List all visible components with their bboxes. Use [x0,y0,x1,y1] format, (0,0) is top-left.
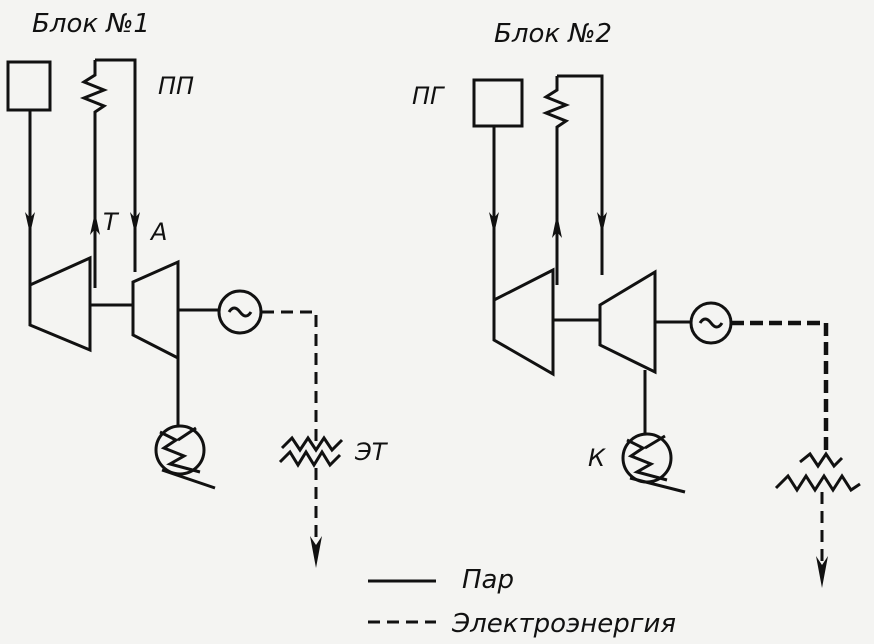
label-pp: ПП [158,72,194,100]
condenser-cross-1 [161,468,216,490]
condenser-cross-2 [629,476,686,494]
ac-symbol-2 [698,317,724,329]
legend-electricity-label: Электроэнергия [451,609,676,639]
label-pg: ПГ [412,82,445,110]
condenser-coil-2 [626,434,668,482]
block-1-title: Блок №1 [32,9,150,39]
reheat-line-2 [557,74,604,275]
steam-generator-1 [6,60,52,112]
arrow-down-2a [489,212,499,234]
hp-turbine-2 [492,267,555,377]
legend: Пар Электроэнергия [368,565,676,639]
arrow-down-2b [597,212,607,234]
condenser-1 [154,424,206,476]
label-et: ЭТ [354,438,389,466]
arrow-down-1b [130,212,140,234]
reheater-coil-1 [79,60,109,288]
power-line-2 [731,320,829,455]
lp-turbine-1 [131,259,180,361]
arrow-down-1a [25,212,35,234]
arrow-out-1 [310,536,322,568]
arrow-out-2 [816,556,828,588]
block-2-title: Блок №2 [494,19,612,49]
label-t: Т [103,208,120,236]
condenser-coil-1 [159,426,201,474]
label-a: А [149,218,167,246]
reheater-coil-2 [541,76,571,285]
hp-turbine-1 [28,255,92,353]
reheat-line-1 [95,58,137,272]
legend-steam-label: Пар [462,565,514,595]
arrow-up-1 [90,212,100,235]
transformer-coil-2a [774,473,861,493]
transformer-coil-2b [799,451,844,469]
transformer-coil-1a [278,449,342,468]
transformer-coil-1b [280,435,344,453]
steam-generator-2 [472,78,524,128]
ac-symbol-1 [227,306,253,318]
block-2: Блок №2 ПГ К [412,19,861,588]
block-1: Блок №1 ПП Т А ЭТ [6,9,389,568]
lp-turbine-2 [598,269,657,375]
label-k: К [588,444,606,472]
power-line-1 [262,310,318,445]
arrow-up-2 [552,214,562,238]
